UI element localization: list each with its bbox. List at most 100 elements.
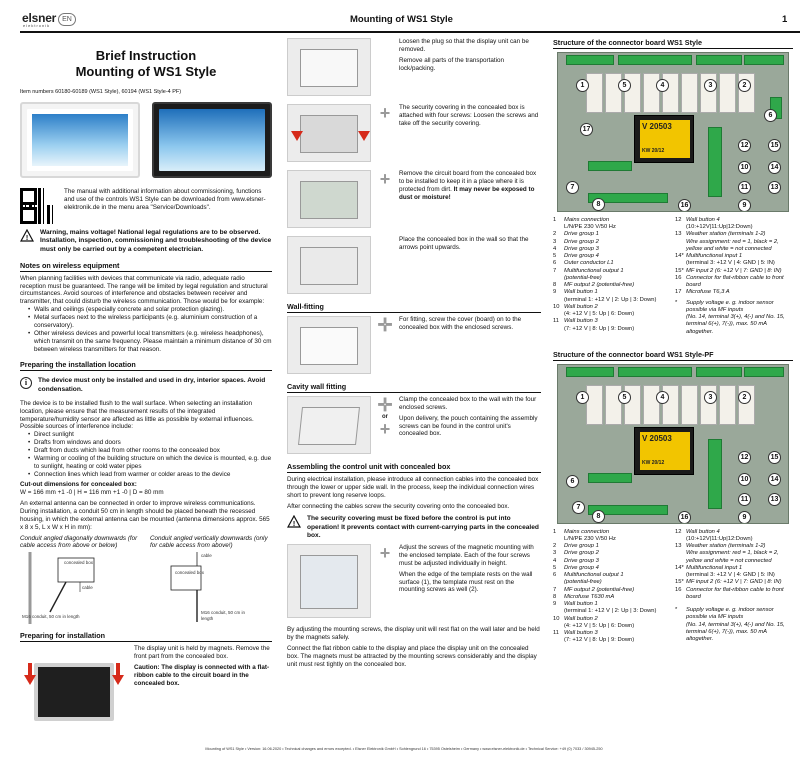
step-text: For fitting, screw the cover (board) on … (399, 316, 522, 331)
prep-caution: Caution: The display is connected with a… (134, 664, 270, 687)
brand-logo: elsner (22, 11, 57, 25)
xfmr-code: KW 20/12 (642, 459, 665, 466)
step-text: Remove the circuit board from the concea… (399, 170, 541, 228)
xfmr-label: V 20503 (642, 433, 672, 443)
step-text: Place the concealed box in the wall so t… (399, 236, 529, 251)
transformer: V 20503 KW 20/12 (634, 426, 694, 475)
fig-label-box-left: concealed box (64, 560, 94, 566)
column-middle: Loosen the plug so that the display unit… (286, 38, 541, 668)
step3-text: Remove the circuit board from the concea… (399, 170, 537, 193)
cutout-dimensions: W = 166 mm +1 -0 | H = 116 mm +1 -0 | D … (20, 489, 164, 497)
adjust-step: + Adjust the screws of the magnetic moun… (287, 543, 541, 619)
cutout-heading: Cut-out dimensions for concealed box: (20, 481, 137, 489)
list-item: Warming or cooling of the building struc… (28, 455, 272, 471)
qr-section: The manual with additional information a… (20, 188, 272, 225)
fig-label-cable-right: cable (201, 553, 212, 559)
warning-box: ! Warning, mains voltage! National legal… (19, 228, 272, 254)
cavity-p2: Upon delivery, the pouch containing the … (399, 414, 538, 438)
doc-title-line2: Mounting of WS1 Style (75, 63, 217, 79)
wireless-paragraph: When planning facilities with devices th… (20, 274, 268, 306)
legend-item: 15*MF input 2 (6: +12 V | 7: GND | 8: IN… (675, 267, 782, 274)
step-remove-board: + Remove the circuit board from the conc… (287, 170, 541, 228)
board1-heading: Structure of the connector board WS1 Sty… (553, 38, 793, 49)
fig-label-m16-right: M16 conduit, 50 cm in length (201, 610, 246, 621)
cavity-step: ✛ or + Clamp the concealed box to the wa… (287, 396, 541, 454)
assemble-p1: During electrical installation, please i… (287, 476, 539, 499)
legend-item: *Supply voltage e. g. indoor sensor poss… (675, 299, 785, 335)
conduit-right-figure: cable concealed box M16 conduit, 50 cm i… (151, 552, 272, 624)
location-note-text: The device must only be installed and us… (38, 377, 266, 393)
location-note: i The device must only be installed and … (20, 374, 272, 396)
item-numbers: Item numbers 60180-60189 (WS1 Style), 60… (20, 89, 182, 96)
step-place-box: Place the concealed box in the wall so t… (287, 236, 541, 294)
screw-plus-icon: + (379, 419, 391, 439)
step-loosen-plug: Loosen the plug so that the display unit… (287, 38, 541, 96)
step-image (287, 316, 371, 374)
cavity-symbols: ✛ or + (377, 396, 393, 454)
fig-label-cable: cable (82, 585, 93, 591)
step-image (287, 104, 371, 162)
brand-logo-sub: elektronik (23, 23, 51, 28)
prep-text: The display unit is held by magnets. Rem… (134, 645, 272, 727)
warning-triangle-icon: ! (19, 228, 35, 242)
step-text: Clamp the concealed box to the wall with… (399, 396, 541, 454)
list-item: Draft from ducts which lead from other r… (28, 447, 272, 455)
wireless-list: Walls and ceilings (especially concrete … (28, 306, 272, 353)
cavity-p1: Clamp the concealed box to the wall with… (399, 396, 537, 411)
device-images (20, 102, 272, 179)
final-p1: By adjusting the mounting screws, the di… (287, 626, 540, 641)
step-image (287, 236, 371, 294)
conduit-captions: Conduit angled diagonally downwards (for… (20, 535, 272, 551)
list-item: Direct sunlight (28, 431, 272, 439)
qr-text: The manual with additional information a… (64, 188, 266, 211)
screw-icon: ✛ (377, 315, 393, 335)
screw-icon: ✛ (377, 395, 393, 415)
adjust-p1: Adjust the screws of the magnetic mounti… (399, 544, 534, 567)
list-item: Walls and ceilings (especially concrete … (28, 306, 272, 314)
step-text: The security covering in the concealed b… (399, 104, 539, 127)
board2-heading: Structure of the connector board WS1 Sty… (553, 350, 793, 361)
column-left: Brief Instruction Mounting of WS1 Style … (19, 38, 272, 735)
section-location-heading: Preparing the installation location (20, 360, 272, 372)
step1-text: Loosen the plug so that the display unit… (399, 38, 529, 53)
fig-label-m16-left: M16 conduit, 50 cm in length (22, 614, 80, 620)
prep-step: The display unit is held by magnets. Rem… (20, 645, 272, 728)
step-image (287, 396, 371, 454)
section-assembling: Assembling the control unit with conceal… (287, 462, 541, 473)
svg-text:!: ! (293, 521, 295, 528)
step-image (287, 170, 371, 228)
info-icon: i (20, 377, 32, 390)
screw-plus-icon: + (379, 543, 391, 564)
doc-title-line1: Brief Instruction (95, 48, 197, 63)
wall-fitting-step: ✛ For fitting, screw the cover (board) o… (287, 316, 541, 374)
prep-image (20, 645, 128, 728)
legend-item: 14*Multifunctional input 1(terminal 3: +… (675, 564, 775, 579)
step1b-text: Remove all parts of the transportation l… (399, 56, 505, 72)
column-right: Structure of the connector board WS1 Sty… (553, 38, 793, 645)
svg-text:!: ! (26, 235, 28, 242)
page-footer: Mounting of WS1 Style • Version: 16.06.2… (205, 747, 603, 751)
page-title: Mounting of WS1 Style (350, 14, 453, 25)
screw-plus-icon: + (379, 103, 391, 123)
list-item: Drafts from windows and doors (28, 439, 272, 447)
step3-bold: It may never be exposed to dust or moist… (399, 185, 535, 201)
